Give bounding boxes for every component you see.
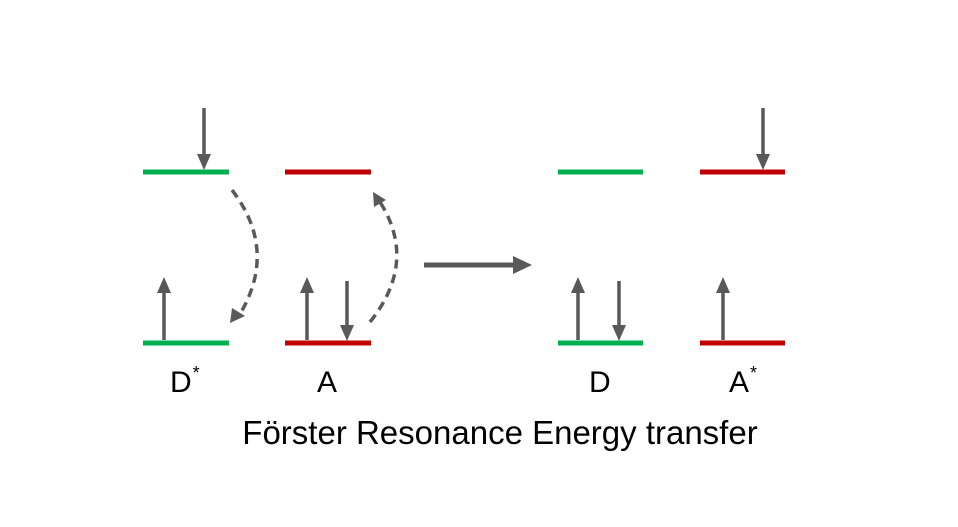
spin-down-arrowhead bbox=[612, 325, 626, 341]
acceptor-label-base: A bbox=[317, 366, 338, 399]
spin-up-arrowhead bbox=[571, 277, 585, 293]
donor-relaxation-dashed-arrow bbox=[230, 188, 259, 315]
donor-excited-label-base: D bbox=[170, 366, 192, 399]
acceptor-excited-label: A* bbox=[729, 364, 757, 399]
spin-up-arrowhead bbox=[300, 277, 314, 293]
donor-relaxation-arrowhead bbox=[230, 308, 245, 323]
spin-up-arrowhead bbox=[157, 277, 171, 293]
transfer-arrowhead bbox=[513, 256, 532, 274]
acceptor-excited-label-star: * bbox=[750, 363, 758, 383]
acceptor-excited-label-base: A bbox=[729, 366, 750, 399]
spin-down-arrowhead bbox=[340, 325, 354, 341]
donor-excited-label-star: * bbox=[192, 363, 200, 383]
donor-label: D bbox=[589, 368, 611, 398]
spin-up-arrowhead bbox=[716, 277, 730, 293]
donor-excited-label: D* bbox=[170, 364, 200, 399]
acceptor-label: A bbox=[317, 368, 337, 398]
spin-down-arrowhead bbox=[756, 154, 770, 170]
spin-down-arrowhead bbox=[197, 154, 211, 170]
acceptor-excitation-arrowhead bbox=[373, 192, 386, 207]
donor-label-base: D bbox=[589, 366, 611, 399]
acceptor-excitation-dashed-arrow bbox=[368, 201, 399, 324]
diagram-caption: Förster Resonance Energy transfer bbox=[242, 414, 758, 451]
